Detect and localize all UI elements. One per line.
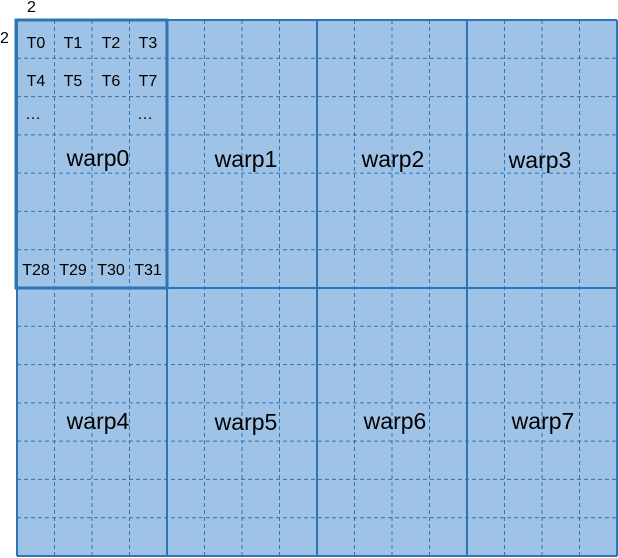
warp0-highlight-frame <box>14 18 169 290</box>
tile-height-label: 2 <box>0 30 9 47</box>
warp-label-3: warp3 <box>508 147 572 173</box>
ellipsis-right: … <box>137 106 153 123</box>
thread-label-t30: T30 <box>97 262 125 279</box>
warp-label-0: warp0 <box>66 145 130 171</box>
warp-label-2: warp2 <box>361 146 425 172</box>
warp-label-6: warp6 <box>363 408 427 434</box>
thread-label-t28: T28 <box>22 262 50 279</box>
thread-label-t4: T4 <box>27 73 46 90</box>
warp-label-1: warp1 <box>214 146 278 172</box>
thread-label-t0: T0 <box>27 35 46 52</box>
warp-label-7: warp7 <box>511 408 575 434</box>
warp-labels: warp0 warp1 warp2 warp3 warp4 warp5 warp… <box>66 145 575 435</box>
tile-width-label: 2 <box>27 0 36 16</box>
ellipsis-left: … <box>25 106 41 123</box>
thread-label-t6: T6 <box>102 73 121 90</box>
warp-label-5: warp5 <box>214 409 278 435</box>
thread-label-t1: T1 <box>64 35 83 52</box>
warp-borders <box>14 18 618 557</box>
thread-label-t3: T3 <box>139 35 158 52</box>
thread-label-t2: T2 <box>102 35 121 52</box>
thread-label-t7: T7 <box>139 73 158 90</box>
thread-label-t5: T5 <box>64 73 83 90</box>
warp-label-4: warp4 <box>66 408 130 434</box>
thread-label-t29: T29 <box>59 262 87 279</box>
thread-labels: T0 T1 T2 T3 T4 T5 T6 T7 … … T28 T29 T30 … <box>22 35 162 279</box>
thread-label-t31: T31 <box>134 262 162 279</box>
